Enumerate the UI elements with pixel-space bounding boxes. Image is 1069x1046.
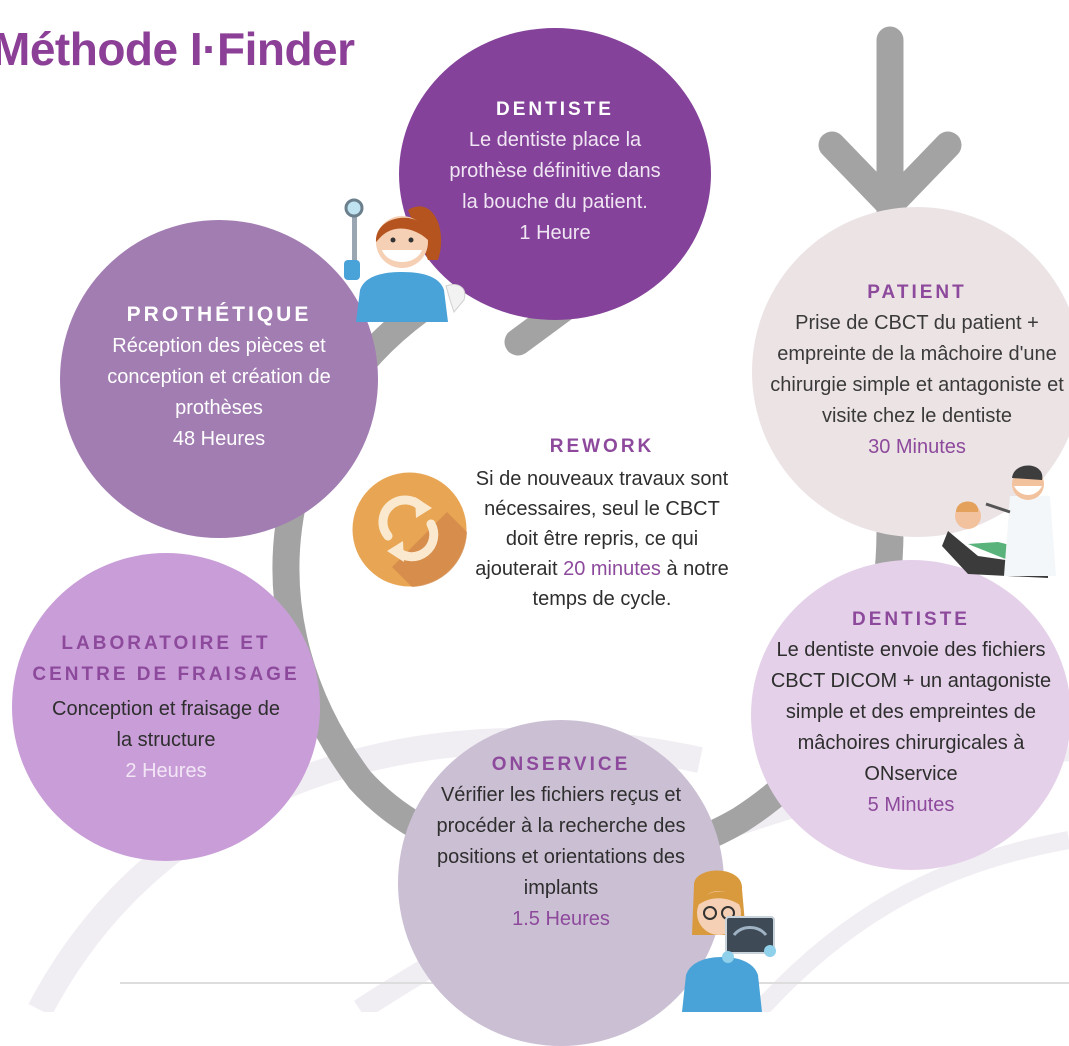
dentist-with-patient-illustration <box>942 465 1056 578</box>
step-duration: 48 Heures <box>172 428 266 450</box>
step-description: Réception des pièces et conception et cr… <box>107 335 331 419</box>
refresh-cycle-icon <box>352 472 467 587</box>
step-onservice: ONSERVICE Vérifier les fichiers reçus et… <box>398 720 724 1046</box>
step-description: Le dentiste place la prothèse définitive… <box>449 129 661 213</box>
step-duration: 1 Heure <box>519 222 591 244</box>
rework-heading: REWORK <box>549 436 655 457</box>
step-prothetique: PROTHÉTIQUE Réception des pièces et conc… <box>60 220 378 538</box>
radiology-technician-illustration <box>682 870 776 1012</box>
step-description: Prise de CBCT du patient + empreinte de … <box>770 311 1064 427</box>
step-heading: DENTISTE <box>852 609 970 630</box>
step-duration: 1.5 Heures <box>512 908 610 930</box>
step-dentiste-place: DENTISTE Le dentiste place la prothèse d… <box>399 28 711 320</box>
step-heading-line2: CENTRE DE FRAISAGE <box>32 663 300 685</box>
step-duration: 30 Minutes <box>868 435 966 458</box>
rework-text-before: Si de nouveaux travaux sont nécessaires,… <box>475 468 729 580</box>
step-heading: PROTHÉTIQUE <box>126 303 312 326</box>
step-heading: DENTISTE <box>496 99 614 120</box>
step-description: Vérifier les fichiers reçus et procéder … <box>436 784 686 899</box>
step-heading: ONSERVICE <box>491 754 631 775</box>
rework-highlight: 20 minutes <box>563 558 661 580</box>
step-duration: 2 Heures <box>125 759 207 782</box>
female-dentist-illustration <box>344 198 466 322</box>
page-title: Méthode I·Finder <box>0 23 355 75</box>
rework-text: Si de nouveaux travaux sont nécessaires,… <box>466 464 738 614</box>
step-laboratoire: LABORATOIRE ET CENTRE DE FRAISAGE Concep… <box>12 553 320 861</box>
step-heading: PATIENT <box>867 281 967 303</box>
step-heading-line1: LABORATOIRE ET <box>61 632 271 654</box>
rework-note: REWORK Si de nouveaux travaux sont néces… <box>466 436 738 614</box>
step-dentiste-envoie: DENTISTE Le dentiste envoie des fichiers… <box>751 560 1069 870</box>
step-description: Conception et fraisage de la structure <box>52 697 280 751</box>
step-patient: PATIENT Prise de CBCT du patient + empre… <box>752 207 1069 537</box>
rework-text-after: à notre temps de cycle. <box>532 558 729 610</box>
step-description: Le dentiste envoie des fichiers CBCT DIC… <box>770 639 1052 785</box>
step-duration: 5 Minutes <box>867 794 955 816</box>
